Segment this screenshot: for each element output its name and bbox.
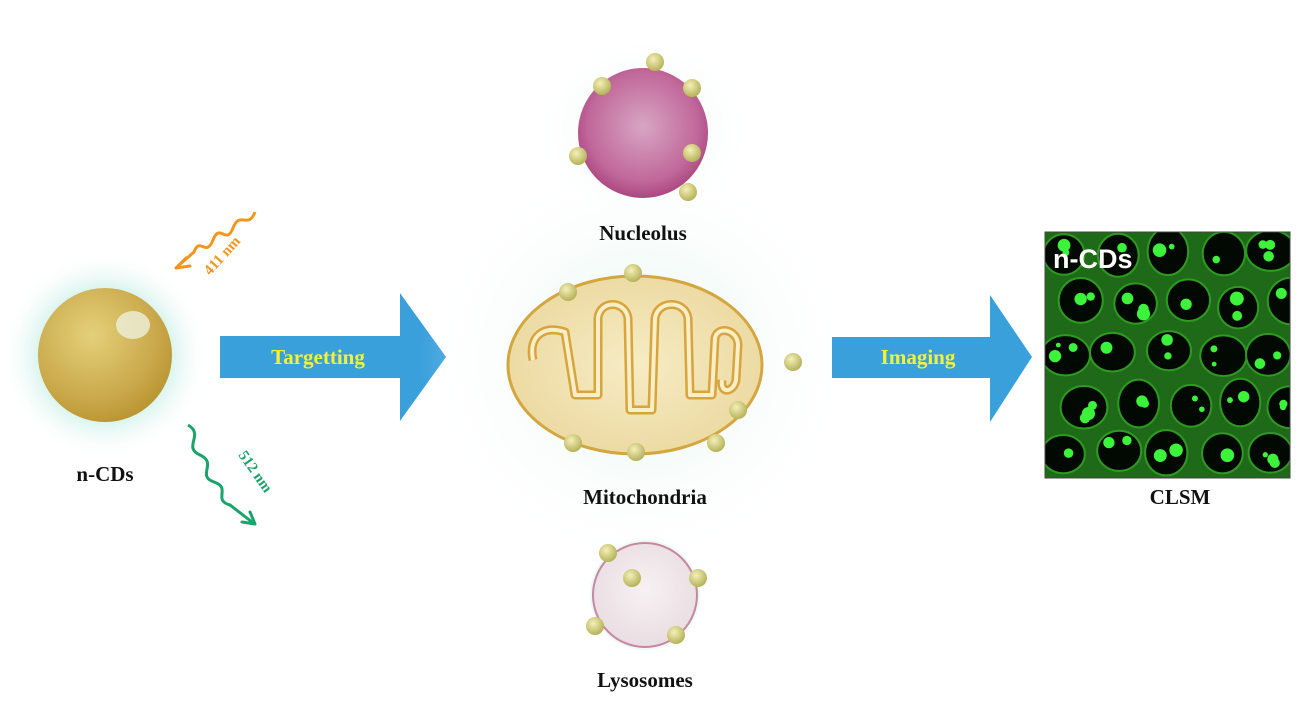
cell-nucleus [1045,433,1086,475]
cell-nucleus [1059,384,1109,430]
nucleolus-icon [569,53,708,201]
nucleolus-spot [1180,298,1192,310]
nucleolus-spot [1086,292,1095,301]
nucleolus-spot [1263,251,1274,262]
imaging-arrow [832,295,1032,422]
nucleolus-spot [1279,403,1287,411]
lysosome-icon [586,540,707,650]
nucleolus-spot [1232,310,1243,321]
lysosomes-label: Lysosomes [597,668,693,692]
nucleolus-spot [1138,303,1149,315]
nucleolus-spot [1102,342,1107,347]
nucleolus-spot [1062,249,1070,256]
cell-nucleus [1199,334,1248,378]
nucleolus-spot [1210,345,1218,353]
nucleolus-spot [1161,334,1173,346]
targeting-label: Targetting [271,345,365,369]
nucleolus-spot [1220,448,1235,463]
cell-nucleus [1245,232,1290,272]
nucleolus-spot [1237,390,1250,403]
clsm-image-label: n-CDs [1053,244,1133,274]
nucleolus-spot [1068,343,1078,352]
cell-nucleus [1266,385,1290,430]
cell-nucleus [1217,285,1260,330]
nucleolus-spot [1055,342,1061,348]
cell-nucleus [1113,282,1158,325]
n-cds-particle [0,250,210,460]
nucleolus-spot [1122,435,1132,446]
imaging-label: Imaging [881,345,956,369]
clsm-image [1044,231,1291,479]
nucleolus-spot [1211,361,1217,367]
nucleolus-spot [1229,291,1244,306]
clsm-caption: CLSM [1150,485,1211,509]
nucleolus-spot [1227,397,1233,403]
nucleolus-spot [1168,243,1175,250]
mitochondria-label: Mitochondria [583,485,707,509]
nucleolus-spot [1164,352,1172,360]
nucleolus-spot [1079,412,1091,424]
cell-nucleus [1088,331,1136,373]
nucleolus-spot [1262,452,1268,458]
cell-nucleus [1245,332,1290,377]
nucleolus-spot [1063,448,1074,458]
nucleolus-spot [1265,239,1276,250]
nucleolus-spot [1269,457,1280,469]
n-cds-label: n-CDs [76,462,133,486]
nucleolus-spot [1199,406,1205,413]
excitation-wave-icon [174,211,257,270]
nucleolus-spot [1100,341,1113,354]
nucleolus-spot [1140,399,1150,408]
excitation-label: 411 nm [201,233,244,278]
emission-label: 512 nm [235,448,275,496]
nucleolus-spot [1258,240,1268,249]
cell-nucleus [1146,232,1190,277]
nucleolus-spot [1191,395,1198,402]
nucleolus-spot [1057,238,1071,252]
nucleolus-spot [1103,436,1115,449]
nucleolus-spot [1117,242,1127,253]
nucleolus-spot [1169,443,1183,457]
nucleolus-spot [1121,292,1134,305]
targeting-arrow [220,293,446,421]
cell-nucleus [1096,429,1143,472]
nucleolus-spot [1156,244,1166,255]
cell-nucleus [1247,432,1290,474]
cell-nucleus [1169,383,1213,428]
nucleolus-spot [1273,351,1282,360]
nucleolus-spot [1153,449,1167,463]
cell-nucleus [1045,334,1091,377]
cell-nucleus [1201,232,1247,277]
emission-wave-icon [187,423,257,526]
nucleolus-spot [1074,292,1087,306]
nucleolus-spot [1048,349,1062,363]
cell-nucleus [1145,330,1193,372]
mitochondria-icon [506,264,802,461]
cell-nucleus [1096,232,1140,278]
cell-nucleus [1219,377,1262,428]
nucleolus-label: Nucleolus [599,221,687,245]
nucleolus-spot [1254,358,1266,369]
cell-nucleus [1144,429,1189,477]
nucleolus-spot [1212,255,1221,264]
nucleolus-spot [1275,287,1287,299]
